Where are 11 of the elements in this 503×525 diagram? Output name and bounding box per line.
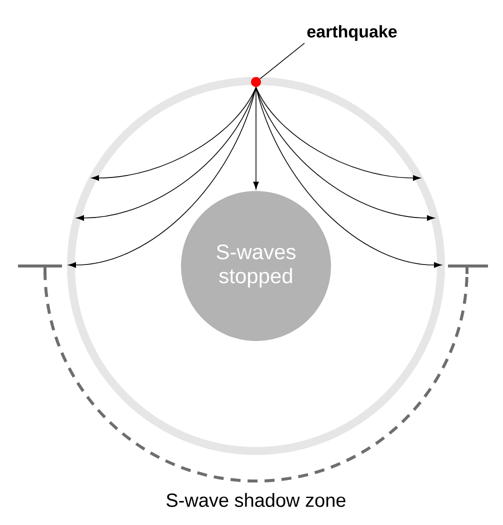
label-text: earthquake xyxy=(307,25,397,41)
wave-arrow xyxy=(91,86,256,181)
wave-arrow xyxy=(76,86,256,221)
zone-label: S-wave shadow zone xyxy=(166,493,346,507)
wave-arrow xyxy=(256,86,435,221)
wave-arrow xyxy=(256,86,442,268)
earthquake-dot xyxy=(251,77,261,87)
leader-line xyxy=(260,42,305,80)
wave-arrow xyxy=(68,86,256,268)
wave-arrow xyxy=(256,86,421,181)
wave-arrow xyxy=(253,86,259,190)
